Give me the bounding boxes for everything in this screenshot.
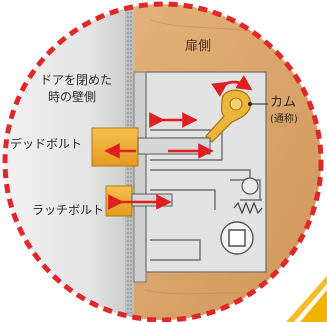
wall-side-label-line1: ドアを閉めた [40,73,113,87]
corner-accent [300,290,327,322]
corner-accent-stripe [286,276,327,322]
small-gear [241,177,259,195]
cam-note-label: (通称) [270,114,298,125]
motion-arrows [104,75,253,210]
cam-label: カム [270,95,297,110]
spring [233,201,263,215]
latchbolt-label: ラッチボルト [32,203,105,217]
lock-faceplate [133,71,147,283]
deadbolt-label: デッドボルト [10,137,83,151]
wall-side-label-line2: 時の壁側 [48,90,97,104]
spindle-hub [220,221,254,255]
arrow-cam-rotate [211,75,253,97]
door-side-label: 扉側 [185,39,212,54]
